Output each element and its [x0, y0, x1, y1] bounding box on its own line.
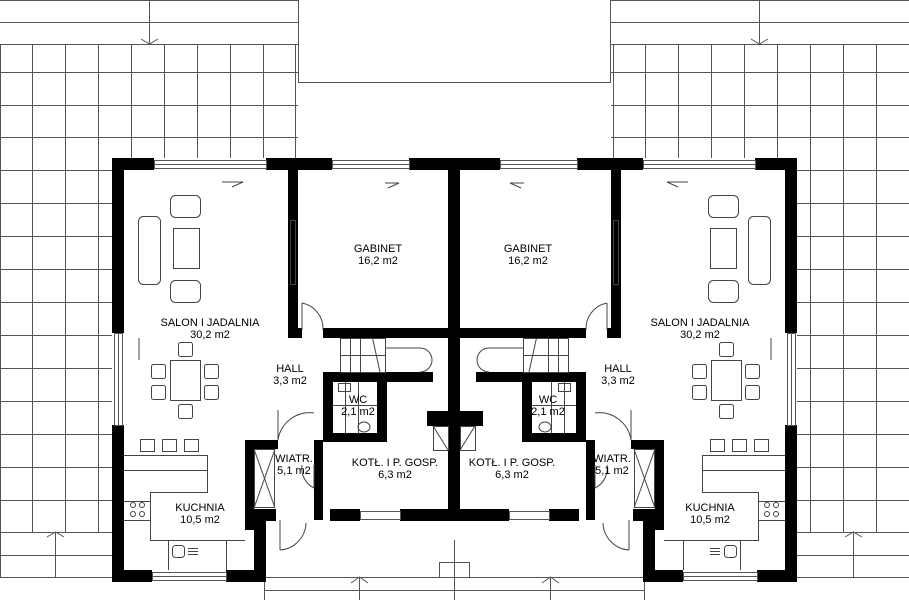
room-name: WIATR. — [275, 453, 313, 465]
room-name: HALL — [604, 363, 632, 375]
room-area: 10,5 m2 — [690, 514, 730, 526]
walls — [112, 158, 797, 582]
room-name: WIATR. — [593, 453, 631, 465]
windows — [114, 160, 796, 581]
room-area: 10,5 m2 — [180, 514, 220, 526]
room-label-wc-left: WC 2,1 m2 — [341, 394, 375, 418]
room-name: WC — [538, 394, 558, 406]
room-label-gabinet-right: GABINET 16,2 m2 — [504, 243, 552, 267]
room-label-kotl-right: KOTŁ. I P. GOSP. 6,3 m2 — [469, 457, 555, 481]
room-area: 16,2 m2 — [508, 255, 548, 267]
room-area: 5,1 m2 — [277, 465, 311, 477]
room-label-salon-right: SALON I JADALNIA 30,2 m2 — [650, 317, 749, 341]
room-name: KUCHNIA — [685, 502, 735, 514]
furniture — [124, 181, 785, 570]
room-label-hall-right: HALL 3,3 m2 — [601, 363, 635, 387]
room-label-kotl-left: KOTŁ. I P. GOSP. 6,3 m2 — [352, 457, 438, 481]
room-name: HALL — [276, 363, 304, 375]
room-area: 6,3 m2 — [495, 469, 529, 481]
room-name: KOTŁ. I P. GOSP. — [468, 457, 556, 469]
room-name: SALON I JADALNIA — [650, 317, 750, 329]
room-area: 16,2 m2 — [358, 255, 398, 267]
room-label-kuchnia-right: KUCHNIA 10,5 m2 — [685, 502, 735, 526]
room-area: 2,1 m2 — [531, 406, 565, 418]
room-label-hall-left: HALL 3,3 m2 — [273, 363, 307, 387]
room-name: KOTŁ. I P. GOSP. — [351, 457, 439, 469]
room-area: 3,3 m2 — [273, 375, 307, 387]
room-label-wiatr-left: WIATR. 5,1 m2 — [275, 453, 313, 477]
room-name: GABINET — [503, 243, 553, 255]
room-area: 2,1 m2 — [341, 406, 375, 418]
room-area: 3,3 m2 — [601, 375, 635, 387]
room-label-wiatr-right: WIATR. 5,1 m2 — [593, 453, 631, 477]
room-label-salon-left: SALON I JADALNIA 30,2 m2 — [160, 317, 259, 341]
room-area: 6,3 m2 — [378, 469, 412, 481]
room-label-wc-right: WC 2,1 m2 — [531, 394, 565, 418]
room-name: SALON I JADALNIA — [160, 317, 260, 329]
room-name: GABINET — [353, 243, 403, 255]
room-name: WC — [348, 394, 368, 406]
room-label-gabinet-left: GABINET 16,2 m2 — [354, 243, 402, 267]
room-label-kuchnia-left: KUCHNIA 10,5 m2 — [175, 502, 225, 526]
room-area: 30,2 m2 — [680, 329, 720, 341]
room-area: 5,1 m2 — [595, 465, 629, 477]
room-area: 30,2 m2 — [190, 329, 230, 341]
room-name: KUCHNIA — [175, 502, 225, 514]
